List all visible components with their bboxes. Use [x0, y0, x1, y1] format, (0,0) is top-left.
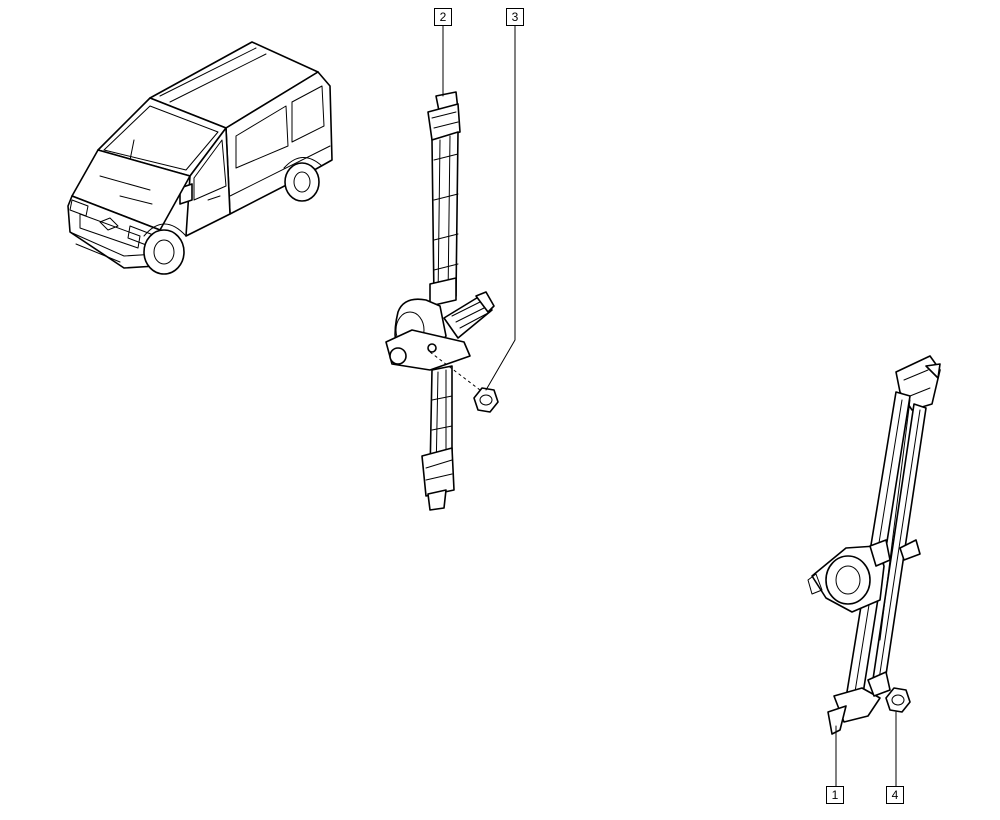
leader-lines	[442, 25, 897, 787]
window-regulator-1	[807, 355, 941, 735]
van-illustration	[67, 41, 333, 275]
callout-4: 4	[886, 786, 904, 804]
callout-2: 2	[434, 8, 452, 26]
nut-3	[473, 387, 499, 413]
callout-1: 1	[826, 786, 844, 804]
window-regulator-2	[385, 91, 495, 511]
nut-4	[885, 687, 911, 713]
callout-3: 3	[506, 8, 524, 26]
